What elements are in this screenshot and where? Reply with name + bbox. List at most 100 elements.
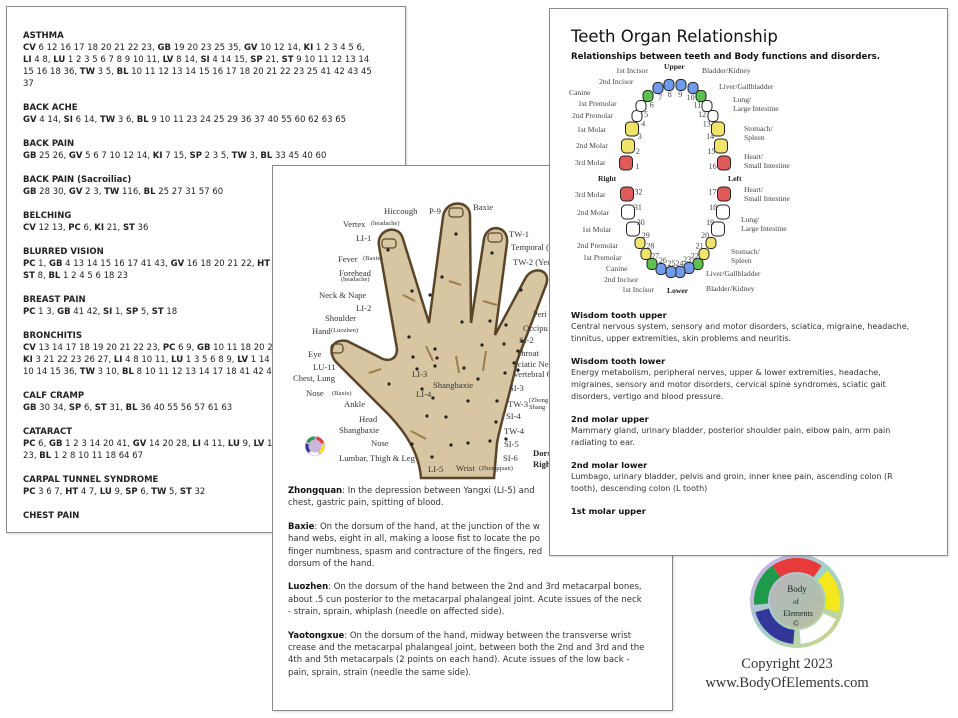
tooth-number: 31 (634, 203, 642, 212)
point-numbers: 1 2 3 14 20 41, (62, 439, 133, 449)
point-numbers: 3 5, (94, 67, 117, 77)
meridian-code: BL (48, 271, 61, 281)
hand-point-label: Sciatic Ne (513, 359, 549, 369)
tooth-label: Large Intestine (733, 104, 779, 113)
tooth-number: 1 (635, 162, 639, 171)
meridian-code: BL (143, 187, 156, 197)
point-numbers: 10 11 12 13 14 15 16 17 18 20 21 22 23 2… (128, 67, 372, 77)
tooth-label: Canine (606, 264, 628, 273)
point-description: Yaotongxue: On the dorsum of the hand, m… (288, 630, 644, 680)
tooth-label: Bladder/Kidney (706, 284, 755, 293)
acupoint-dot (488, 319, 492, 323)
meridian-code: ST (179, 487, 192, 497)
point-numbers: 23, (23, 451, 40, 461)
point-numbers: 116, (119, 187, 144, 197)
hand-point-label: Head (359, 414, 378, 424)
description-line: Baxie: On the dorsum of the hand, at the… (288, 521, 644, 533)
logo-text: of (793, 598, 800, 606)
tooth-label: 3rd Molar (575, 158, 606, 167)
point-numbers: 15 16 18 36, (23, 67, 80, 77)
tooth-number: 2 (636, 147, 640, 156)
point-numbers: 9, (239, 439, 254, 449)
tooth: 30 (626, 218, 645, 237)
point-numbers: 33 45 40 60 (272, 151, 327, 161)
condition-title: BREAST PAIN (23, 295, 86, 305)
acupoint-dot (420, 387, 424, 391)
tooth-label: Lower (667, 286, 689, 295)
point-numbers: 1 2 3 5 6 7 8 9 10 11, (65, 55, 163, 65)
small-logo (305, 436, 325, 456)
point-term: Zhongquan (288, 486, 343, 496)
hand-point-label: Shangbaxie (433, 380, 474, 390)
tooth-number: 15 (707, 147, 715, 156)
tooth: 32 (620, 186, 642, 202)
hand-point-label: Righ (533, 459, 551, 469)
tooth-label: Bladder/Kidney (702, 66, 751, 75)
hand-point-label: Fever (338, 254, 358, 264)
tooth-label: 2nd Incisor (604, 275, 639, 284)
meridian-code: PC (68, 223, 81, 233)
tooth: 4 (631, 110, 645, 129)
tooth: 25 (665, 259, 677, 278)
point-numbers: 6 14, (72, 115, 100, 125)
page-title: Teeth Organ Relationship (571, 27, 778, 46)
point-numbers: 1 2 3 4 5 6, (313, 43, 365, 53)
tooth-label: Right (598, 174, 617, 183)
tooth-number: 3 (638, 132, 642, 141)
points-line: PC 1 3, GB 41 42, SI 1, SP 5, ST 18 (23, 306, 372, 318)
tooth-number: 32 (634, 187, 642, 196)
description-line: chest, gastric pain, spitting of blood. (288, 497, 644, 509)
section-heading: Wisdom tooth upper (571, 310, 667, 320)
tooth-label: Left (728, 174, 742, 183)
point-numbers: 41 42, (70, 307, 104, 317)
description-text: : In the depression between Yangxi (LI-5… (342, 486, 535, 496)
skin-crease (402, 294, 416, 302)
tooth: 8 (663, 79, 675, 99)
point-term: Luozhen (288, 582, 329, 593)
hand-point-label: Dors (533, 448, 551, 458)
point-numbers: 32 (191, 487, 206, 497)
point-numbers: 4 14, (36, 115, 64, 125)
acupoint-dot (428, 293, 432, 297)
hand-point-label: Hiccough (384, 206, 418, 216)
acupoint-dot (440, 275, 444, 279)
hand-point-label: P-9 (429, 206, 441, 216)
point-numbers: 9 10 11 12 13 14 (293, 55, 370, 65)
meridian-code: BL (260, 151, 273, 161)
acupoint-dot (410, 289, 414, 293)
tooth-label: Liver/Gallbladder (706, 269, 761, 278)
meridian-code: BL (39, 451, 52, 461)
tooth-label: Lung/ (741, 215, 760, 224)
tooth: 29 (634, 231, 650, 249)
hand-point-label: (Zhongquan) (479, 465, 513, 472)
hand-point-label: Shang (529, 404, 546, 411)
hand-point-label: SI-6 (503, 453, 518, 463)
hand-point-label: Baxie (473, 202, 494, 212)
point-numbers: 6, (81, 403, 95, 413)
tooth-number: 21 (696, 242, 704, 251)
tooth-number: 12 (698, 110, 706, 119)
acupoint-dot (519, 288, 523, 292)
point-numbers: 13 14 17 18 19 20 21 22 23, (35, 343, 163, 353)
acupoint-dot (466, 399, 470, 403)
meridian-code: HT (257, 259, 271, 269)
meridian-code: GV (68, 151, 83, 161)
tooth: 28 (640, 242, 654, 260)
page-subtitle: Relationships between teeth and Body fun… (571, 52, 881, 62)
point-numbers: 12 13, (35, 223, 69, 233)
tooth: 31 (621, 203, 642, 220)
point-numbers: 4 11, (200, 439, 228, 449)
tooth-label: Stomach/ (744, 124, 773, 133)
tooth-number: 16 (709, 162, 717, 171)
meridian-code: CV (23, 43, 36, 53)
description-line: Zhongquan: In the depression between Yan… (288, 485, 644, 497)
point-numbers: 3, (246, 151, 261, 161)
meridian-code: GB (57, 307, 71, 317)
description-text: crease and the metacarpal phalangeal joi… (288, 643, 645, 654)
meridian-code: PC (23, 259, 36, 269)
